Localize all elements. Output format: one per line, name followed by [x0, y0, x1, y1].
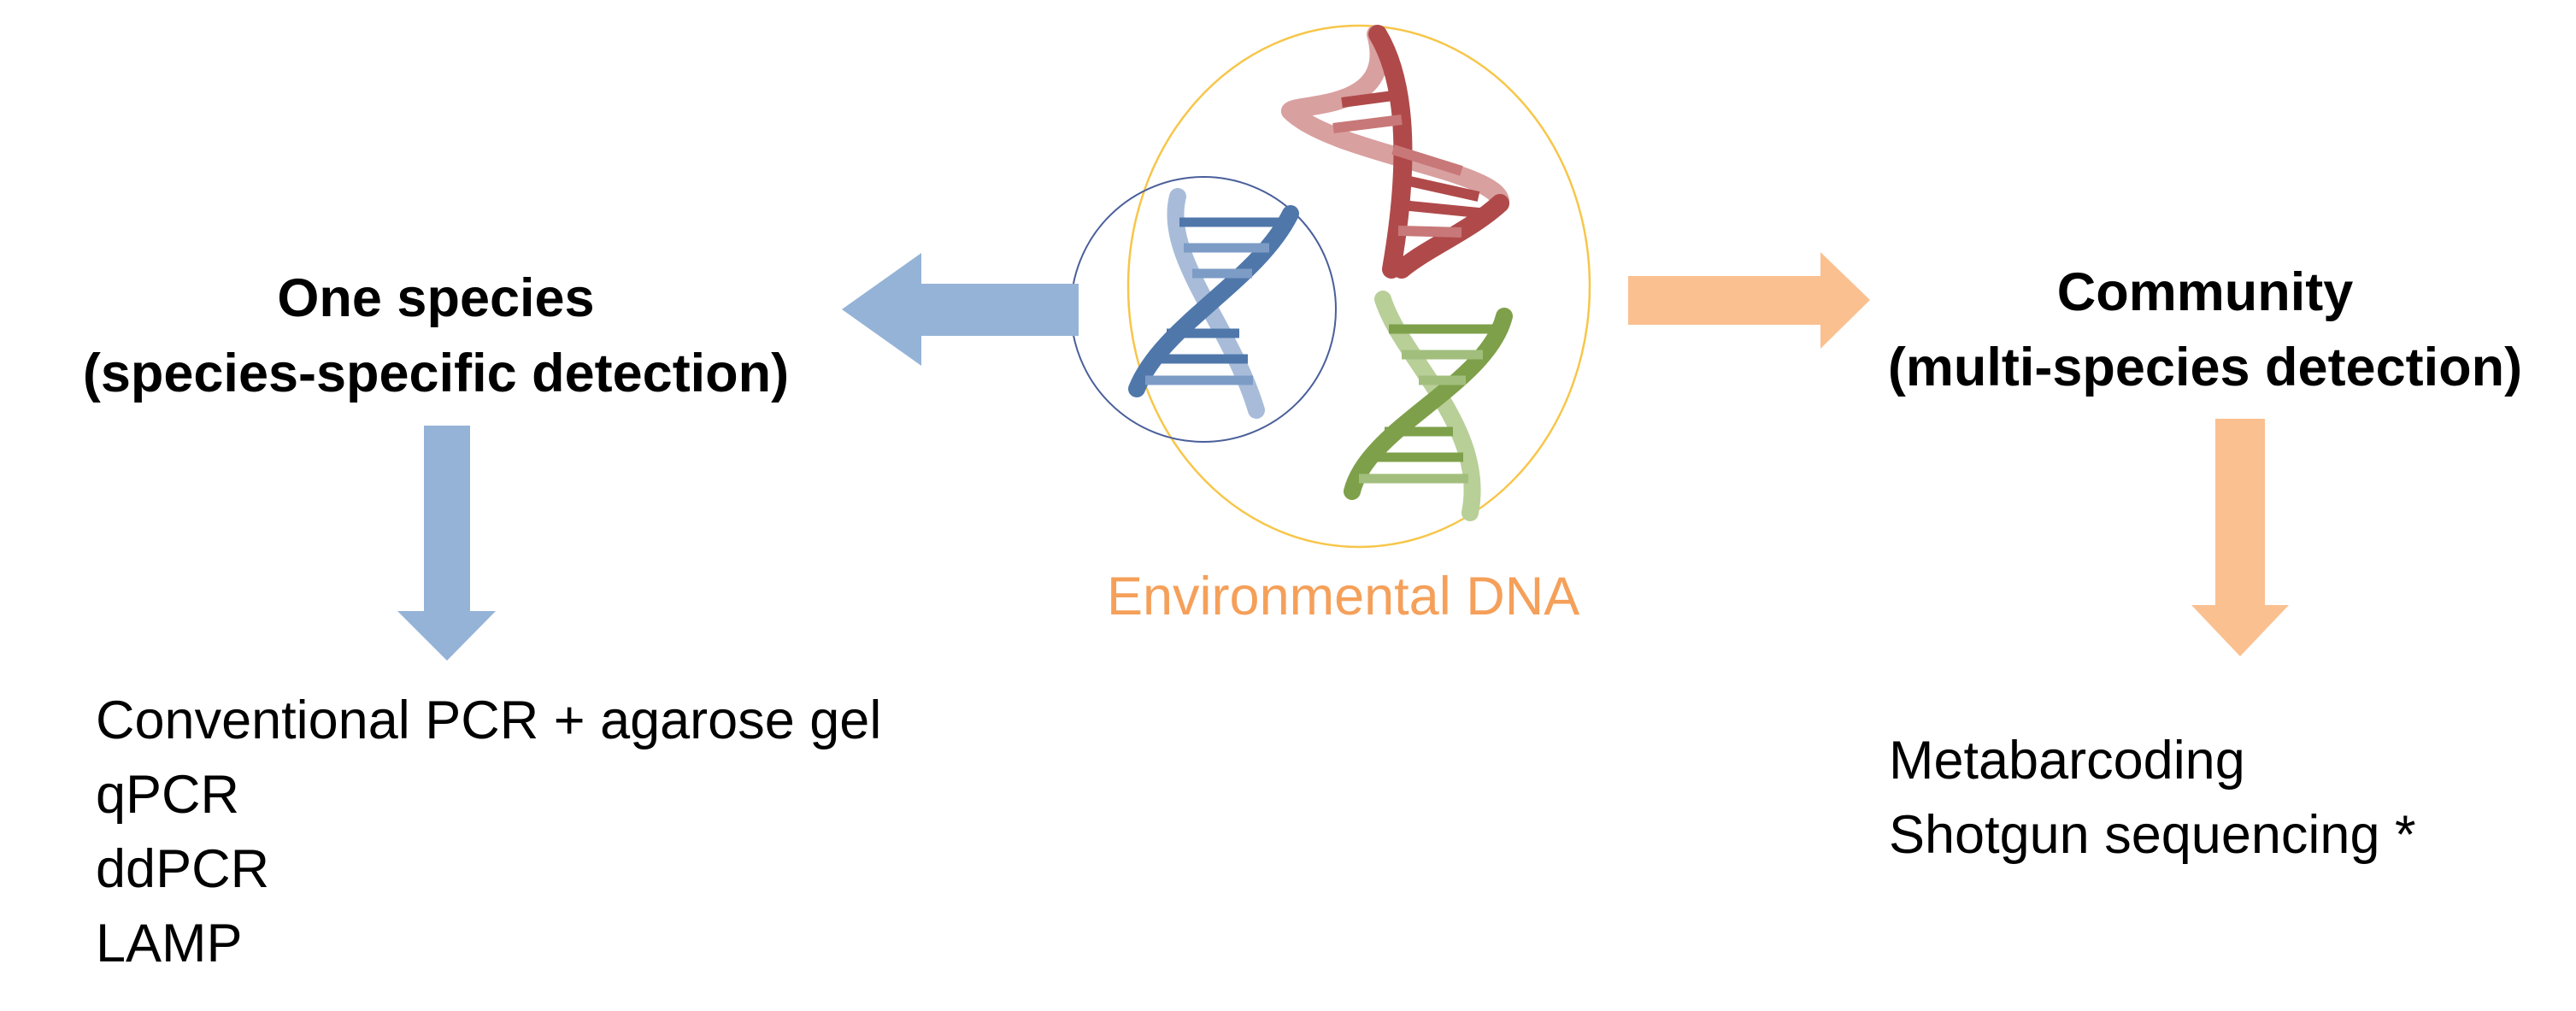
method-item: Conventional PCR + agarose gel	[96, 691, 882, 750]
left-title-line1: One species	[277, 268, 595, 328]
left-arrow	[842, 253, 1079, 366]
method-item: qPCR	[96, 765, 240, 825]
environmental-dna-circle	[1126, 24, 1591, 549]
right-title-line2: (multi-species detection)	[1887, 338, 2523, 397]
left-title-line2: (species-specific detection)	[82, 344, 790, 403]
method-item: LAMP	[96, 914, 243, 973]
green-dna-helix-icon	[1344, 291, 1513, 521]
right-down-arrow	[2191, 419, 2289, 656]
right-methods-list: Metabarcoding Shotgun sequencing *	[1889, 724, 2416, 873]
right-branch-title: Community (multi-species detection)	[1855, 255, 2555, 405]
right-title-line1: Community	[2056, 262, 2354, 322]
left-methods-list: Conventional PCR + agarose gel qPCR ddPC…	[96, 684, 881, 981]
red-dna-helix-icon	[1281, 25, 1509, 279]
blue-dna-helix-icon	[1128, 188, 1299, 419]
method-item: Shotgun sequencing *	[1889, 805, 2416, 865]
method-item: ddPCR	[96, 839, 270, 899]
environmental-dna-label: Environmental DNA	[1107, 567, 1580, 626]
method-item: Metabarcoding	[1889, 731, 2245, 791]
left-down-arrow	[397, 426, 496, 661]
left-branch-title: One species (species-specific detection)	[51, 261, 820, 411]
right-arrow	[1628, 252, 1870, 349]
